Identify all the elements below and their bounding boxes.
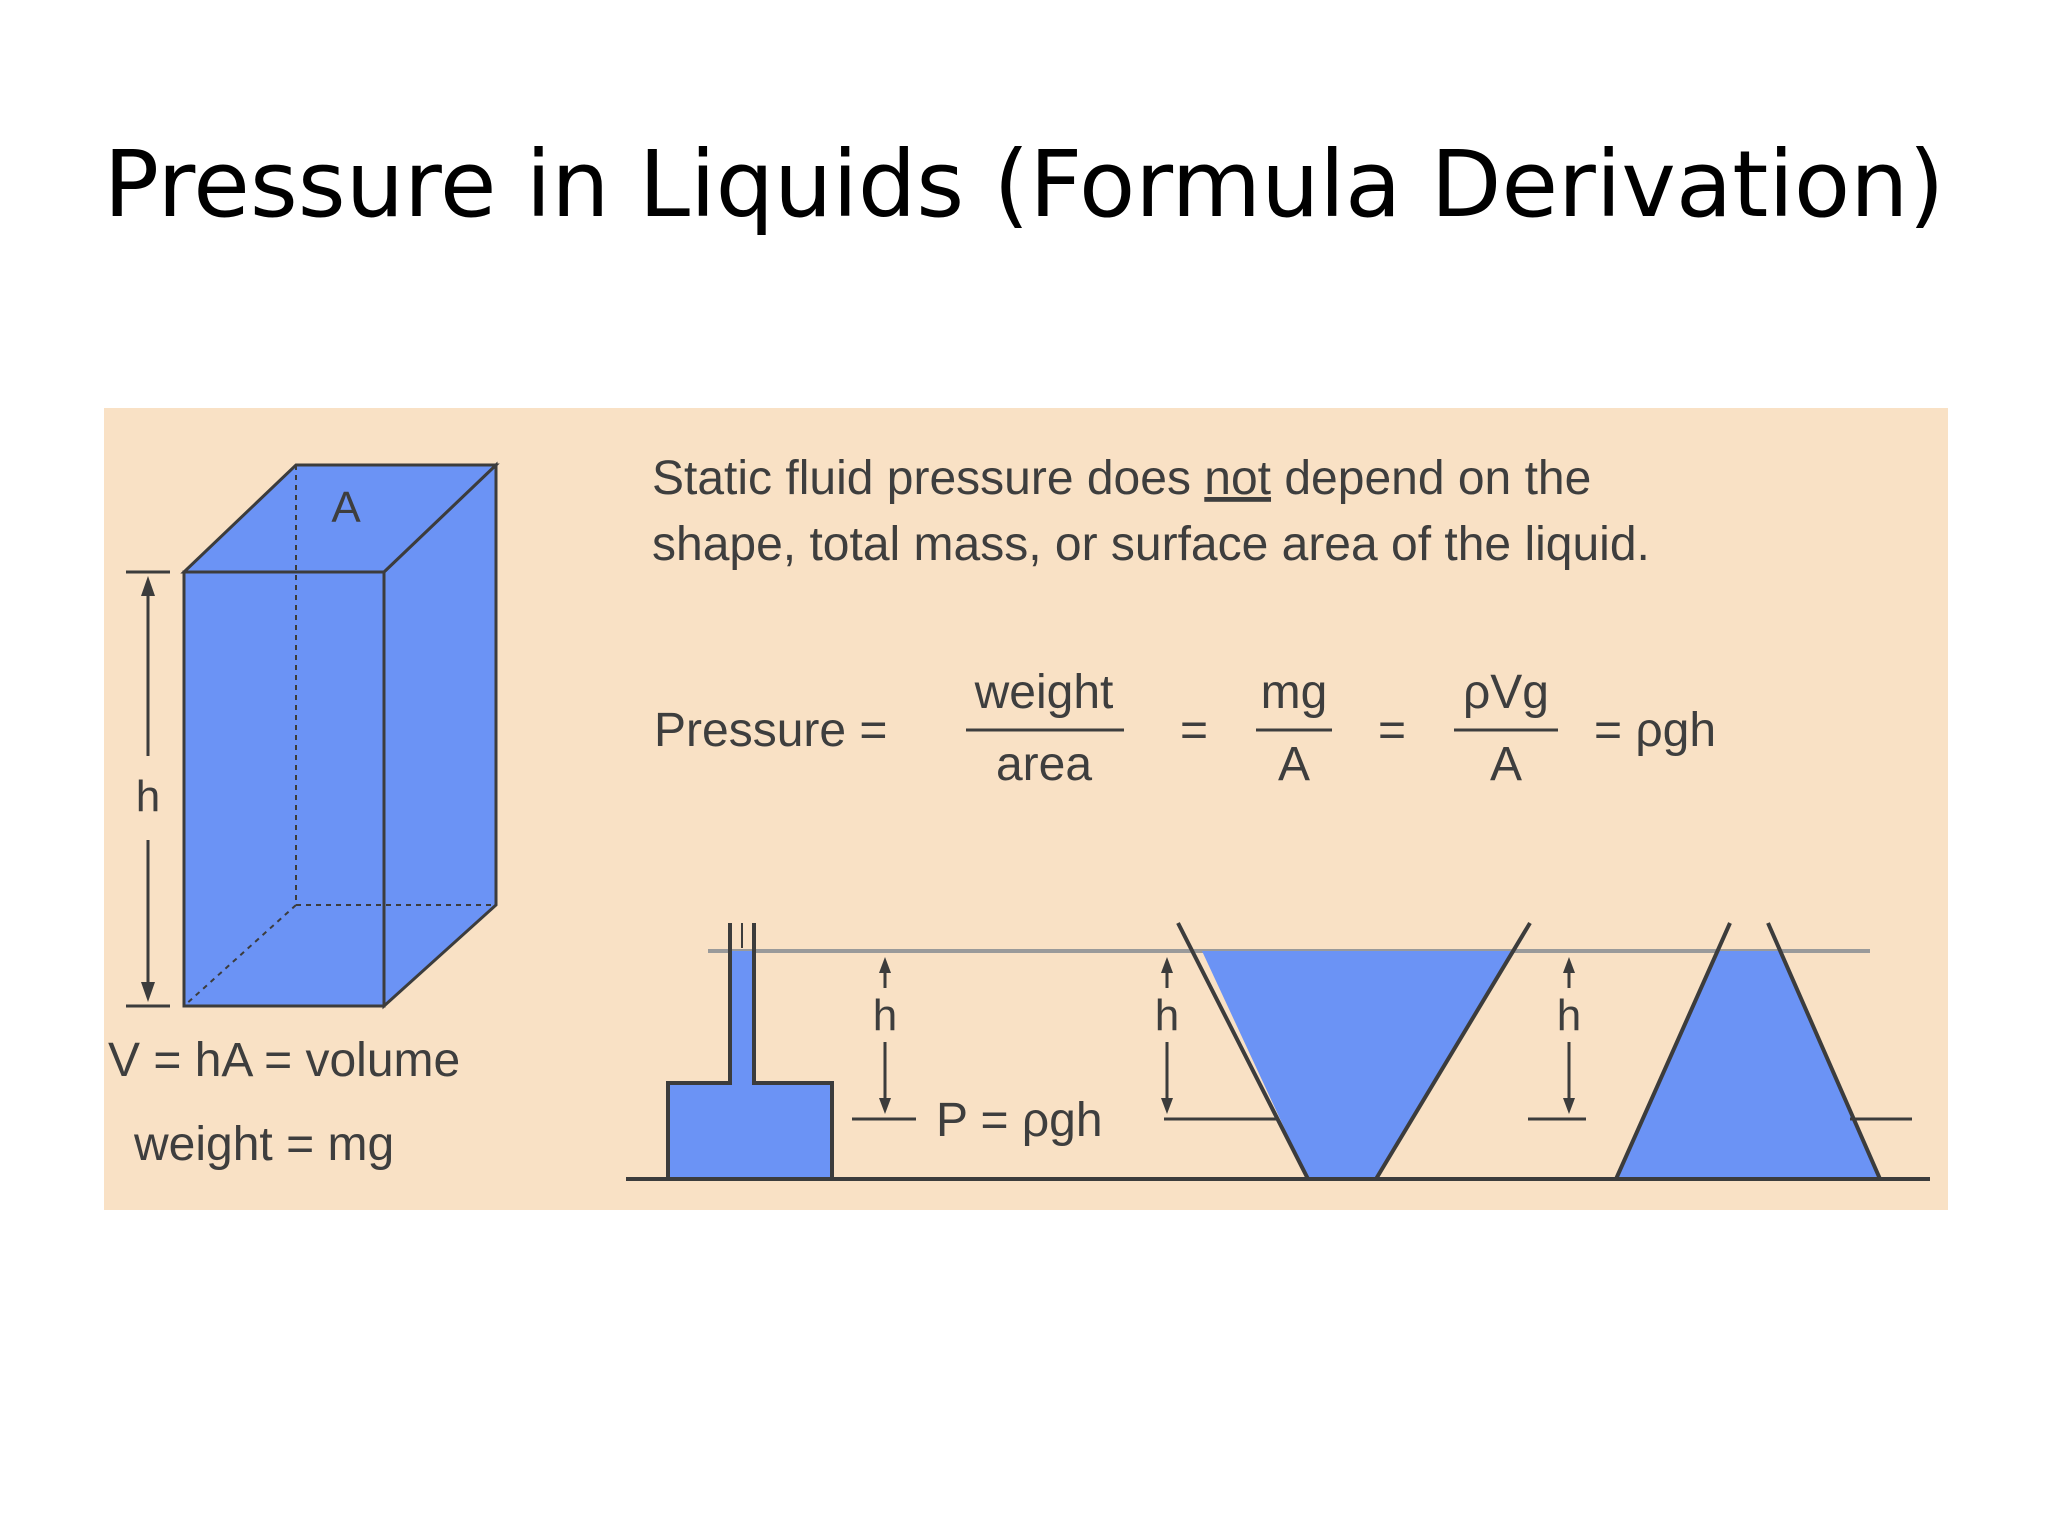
depth-arrow-3-head-down <box>1563 1098 1575 1114</box>
column-front-face <box>182 570 386 1008</box>
statement-text-1a: Static fluid pressure does <box>652 452 1204 505</box>
vessel-3-liquid <box>1616 951 1880 1179</box>
weight-equation: weight = mg <box>133 1118 394 1171</box>
slide-title: Pressure in Liquids (Formula Derivation) <box>103 131 1945 238</box>
vessel-1-riser-liquid <box>732 951 752 1083</box>
pressure-diagram: A h V = hA = volume weight = mg Static f… <box>104 408 1948 1210</box>
height-arrow-head-down <box>141 982 155 1002</box>
statement-emphasis-not: not <box>1204 452 1271 505</box>
column-area-label: A <box>331 483 361 532</box>
depth-label-3: h <box>1557 991 1581 1040</box>
fraction-2-denominator: A <box>1278 738 1310 791</box>
vessel-1-tank-liquid <box>668 1083 832 1179</box>
vessels-illustration: h P = ρgh h h <box>626 921 1930 1181</box>
fraction-3-denominator: A <box>1490 738 1522 791</box>
volume-equation: V = hA = volume <box>108 1034 460 1087</box>
fraction-1-numerator: weight <box>974 666 1114 719</box>
depth-arrow-1-head-down <box>879 1098 891 1114</box>
height-arrow-head-up <box>141 576 155 596</box>
formula-equals-2: = <box>1378 704 1406 757</box>
formula-equals-1: = <box>1180 704 1208 757</box>
formula-lhs: Pressure = <box>654 704 887 757</box>
vessel-2-liquid <box>1202 951 1512 1179</box>
pressure-formula: Pressure = weight area = mg A = ρVg A = … <box>654 666 1716 791</box>
depth-arrow-2-head-down <box>1161 1098 1173 1114</box>
depth-label-1: h <box>873 991 897 1040</box>
formula-result: = ρgh <box>1594 704 1716 757</box>
depth-arrow-1-head-up <box>879 957 891 973</box>
statement-text-1b: depend on the <box>1271 452 1591 505</box>
column-height-label: h <box>136 772 160 821</box>
fraction-1-denominator: area <box>996 738 1092 791</box>
statement-line-2: shape, total mass, or surface area of th… <box>652 518 1650 571</box>
pressure-equation-label: P = ρgh <box>936 1094 1103 1147</box>
liquid-column: A h V = hA = volume weight = mg <box>108 461 500 1171</box>
depth-arrow-2-head-up <box>1161 957 1173 973</box>
depth-arrow-3-head-up <box>1563 957 1575 973</box>
statement-line-1: Static fluid pressure does not depend on… <box>652 452 1591 505</box>
fraction-2-numerator: mg <box>1261 666 1328 719</box>
depth-label-2: h <box>1155 991 1179 1040</box>
fraction-3-numerator: ρVg <box>1463 666 1549 719</box>
